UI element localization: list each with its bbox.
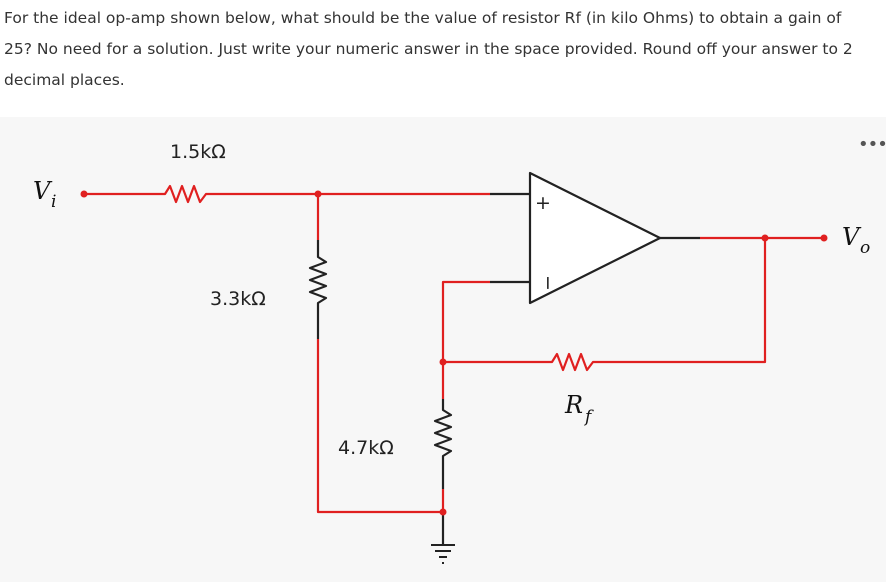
r1-node	[314, 190, 322, 198]
input-terminal-node	[80, 190, 88, 198]
circuit-diagram: + − 1.5kΩ 3.3kΩ 4.7kΩ V i V o R f	[33, 141, 870, 564]
output-subscript: o	[860, 238, 870, 258]
r1-label: 1.5kΩ	[170, 141, 226, 163]
question-line-1: For the ideal op-amp shown below, what s…	[4, 9, 842, 27]
r2-label: 3.3kΩ	[210, 288, 266, 310]
rf-resistor	[537, 352, 635, 372]
input-subscript: i	[51, 192, 56, 212]
ground-symbol	[431, 544, 455, 564]
opamp-triangle	[528, 171, 662, 305]
rf-label: R	[564, 391, 583, 419]
question-text: For the ideal op-amp shown below, what s…	[4, 3, 882, 96]
circuit-figure: + − 1.5kΩ 3.3kΩ 4.7kΩ V i V o R f •••	[0, 117, 886, 582]
input-label: V	[33, 177, 53, 205]
ground-node	[439, 508, 447, 516]
inverting-wire	[441, 280, 490, 362]
r2-bottom-wire	[316, 339, 443, 514]
r1-resistor	[150, 184, 240, 204]
output-label: V	[842, 223, 862, 251]
rf-subscript: f	[583, 407, 594, 427]
minus-sign: −	[537, 275, 559, 291]
r3-resistor	[433, 399, 453, 489]
output-node	[761, 234, 769, 242]
feedback-right-wire	[635, 238, 767, 364]
question-line-3: decimal places.	[4, 71, 125, 89]
plus-sign: +	[535, 192, 551, 214]
output-terminal-node	[820, 234, 828, 242]
r3-label: 4.7kΩ	[338, 437, 394, 459]
feedback-node	[439, 358, 447, 366]
more-horizontal-icon[interactable]: •••	[858, 134, 886, 155]
r2-resistor	[308, 240, 328, 339]
question-line-2: 25? No need for a solution. Just write y…	[4, 40, 853, 58]
